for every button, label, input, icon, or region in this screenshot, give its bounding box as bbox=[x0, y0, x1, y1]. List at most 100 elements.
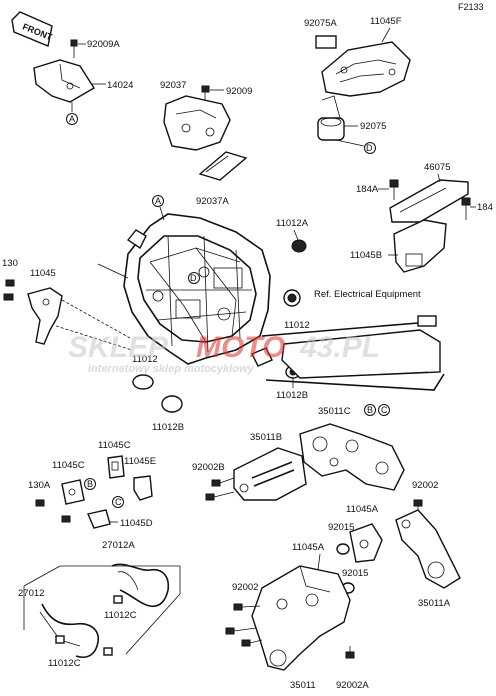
callout-C-1 bbox=[378, 404, 390, 416]
label-11012C-1: 11012C bbox=[104, 610, 137, 621]
label-11012-right: 11012 bbox=[284, 320, 310, 331]
footrest-plate-35011B bbox=[299, 423, 405, 491]
label-11045E: 11045E bbox=[124, 456, 156, 467]
label-11012B-top: 11012B bbox=[276, 390, 308, 401]
clip-11045E bbox=[133, 475, 153, 501]
bracket-92037 bbox=[163, 95, 231, 151]
watermark-right: 43.PL bbox=[299, 331, 380, 364]
bracket-35011A bbox=[395, 509, 461, 589]
reference-electrical-equipment: Ref. Electrical Equipment bbox=[314, 289, 421, 300]
watermark: SKLEP MOTO 43.PL internetowy sklep motoc… bbox=[68, 331, 380, 375]
bracket-11045A-upper bbox=[349, 523, 383, 563]
watermark-sub: internetowy sklep motocyklowy bbox=[88, 363, 255, 375]
label-35011: 35011 bbox=[290, 680, 316, 691]
bracket-35011 bbox=[251, 565, 351, 671]
label-92037: 92037 bbox=[160, 80, 186, 91]
cover-11045F bbox=[321, 41, 411, 97]
label-11045C-1: 11045C bbox=[98, 440, 131, 451]
label-92002A: 92002A bbox=[336, 680, 369, 691]
label-35011C: 35011C bbox=[318, 406, 351, 417]
watermark-left: SKLEP bbox=[68, 331, 169, 364]
label-92075: 92075 bbox=[360, 121, 386, 132]
label-184: 184 bbox=[477, 202, 493, 213]
label-92002B: 92002B bbox=[192, 462, 225, 473]
label-11012B-bottom: 11012B bbox=[152, 422, 184, 433]
label-130: 130 bbox=[2, 258, 18, 269]
label-11045C-2: 11045C bbox=[52, 460, 85, 471]
bolt-92002A bbox=[345, 646, 355, 659]
label-92009A: 92009A bbox=[87, 39, 120, 50]
heel-guard bbox=[233, 447, 307, 501]
label-14024: 14024 bbox=[107, 80, 133, 91]
clip-11045C-lower bbox=[61, 479, 85, 505]
callout-B-1 bbox=[364, 404, 376, 416]
bolt-130 bbox=[3, 279, 15, 301]
label-130A: 130A bbox=[28, 480, 51, 491]
callout-A-2 bbox=[152, 195, 164, 207]
label-11012C-2: 11012C bbox=[48, 658, 81, 669]
wire-harness-27012 bbox=[39, 603, 113, 658]
grommet-11012-left bbox=[132, 374, 154, 390]
callout-D-2 bbox=[188, 272, 200, 284]
pad-92037A bbox=[198, 151, 248, 181]
label-27012: 27012 bbox=[18, 588, 44, 599]
bolt-92009A bbox=[70, 39, 78, 58]
label-92075A: 92075A bbox=[304, 18, 337, 29]
label-92002-left: 92002 bbox=[232, 582, 258, 593]
callout-B-2-text: B bbox=[87, 479, 93, 489]
bolts-92002B bbox=[205, 477, 235, 501]
label-92015-2: 92015 bbox=[342, 568, 368, 579]
bracket-11045 bbox=[27, 287, 63, 345]
label-27012A: 27012A bbox=[102, 540, 135, 551]
callout-A-1 bbox=[66, 113, 78, 125]
callout-A-1-text: A bbox=[69, 114, 75, 124]
callout-C-1-text: C bbox=[381, 405, 388, 415]
page-code: F2133 bbox=[458, 2, 484, 12]
callout-D-1-text: D bbox=[366, 143, 373, 153]
callout-B-2 bbox=[84, 478, 96, 490]
bolt-130A bbox=[35, 499, 45, 507]
clip-11045C-upper bbox=[107, 455, 125, 479]
bracket-92075 bbox=[317, 95, 345, 141]
callout-D-2-text: D bbox=[190, 273, 197, 283]
label-11045B: 11045B bbox=[350, 250, 382, 261]
callout-A-2-text: A bbox=[155, 196, 161, 206]
label-92037A: 92037A bbox=[196, 196, 229, 207]
rear-subframe bbox=[261, 315, 445, 391]
bolts-92002-left bbox=[225, 603, 263, 647]
bolt-184 bbox=[461, 197, 471, 220]
grommet-11012A bbox=[291, 239, 307, 253]
label-11012A: 11012A bbox=[276, 218, 309, 229]
label-11045D: 11045D bbox=[120, 518, 153, 529]
label-184A: 184A bbox=[356, 184, 379, 195]
bolt-92009 bbox=[201, 85, 210, 100]
label-11012-left: 11012 bbox=[132, 354, 158, 365]
label-11045A-2: 11045A bbox=[292, 542, 325, 553]
callout-D-1 bbox=[364, 142, 376, 154]
bolt-184A bbox=[389, 179, 399, 200]
callout-C-2 bbox=[112, 496, 124, 508]
callout-B-1-text: B bbox=[367, 405, 373, 415]
clip-11045D bbox=[61, 509, 111, 529]
pad-92075A bbox=[315, 35, 337, 49]
grommet-11012B-bottom bbox=[161, 395, 183, 413]
label-35011A: 35011A bbox=[418, 598, 451, 609]
label-92015-1: 92015 bbox=[328, 522, 354, 533]
front-tag: FRONT bbox=[11, 11, 54, 47]
cover-14024 bbox=[33, 59, 95, 103]
wire-harness-27012A bbox=[111, 563, 170, 608]
watermark-mid: MOTO bbox=[196, 331, 285, 364]
callout-C-2-text: C bbox=[115, 497, 122, 507]
seat-bracket-46075 bbox=[389, 179, 469, 223]
label-35011B: 35011B bbox=[250, 432, 282, 443]
label-11045: 11045 bbox=[30, 268, 56, 279]
label-92002-right: 92002 bbox=[412, 480, 438, 491]
main-frame bbox=[123, 213, 273, 367]
label-46075: 46075 bbox=[424, 162, 450, 173]
bracket-11045B bbox=[393, 219, 447, 273]
collar-92015-upper bbox=[336, 543, 350, 555]
label-11045A-1: 11045A bbox=[346, 504, 379, 515]
label-11045F: 11045F bbox=[370, 16, 402, 27]
label-92009: 92009 bbox=[226, 86, 252, 97]
